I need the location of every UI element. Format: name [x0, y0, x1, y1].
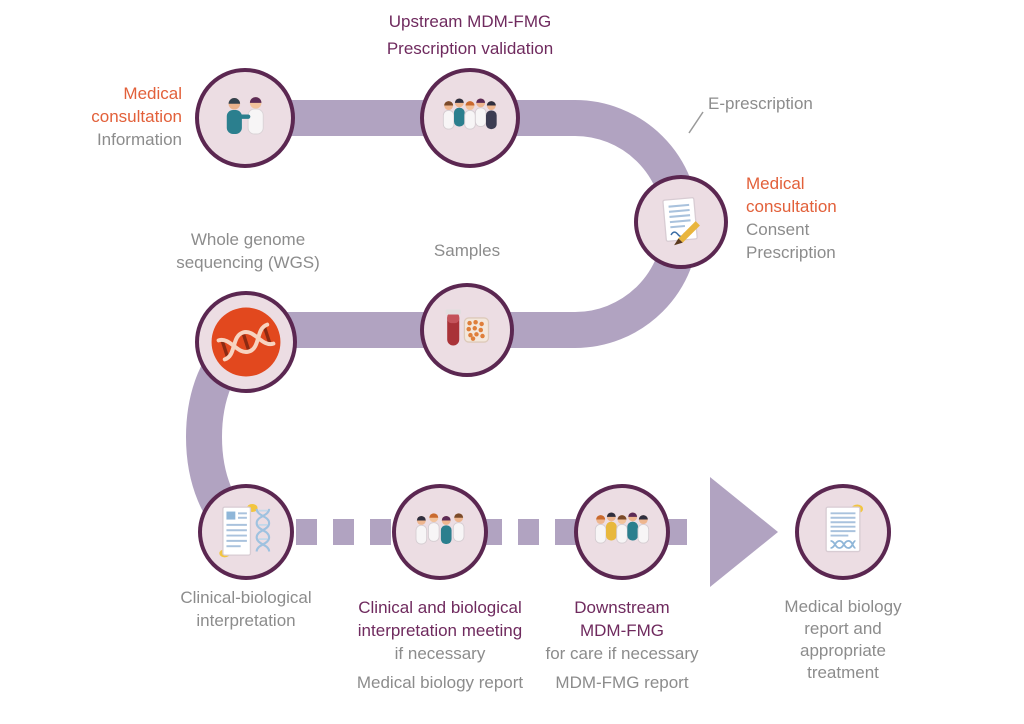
label-downstream: Downstream MDM-FMG for care if necessary…	[507, 596, 737, 694]
prescription-pen-icon	[662, 197, 700, 246]
node-final-report	[795, 484, 891, 580]
consultation-consent-title: Medical consultation	[746, 174, 837, 216]
label-interpretation: Clinical-biological interpretation	[180, 588, 312, 630]
flow-arrow	[710, 477, 778, 587]
clinical-report-dna-icon	[219, 504, 271, 558]
downstream-note: for care if necessary	[545, 644, 699, 663]
node-medical-consultation-info	[195, 68, 295, 168]
label-final-report: Medical biology report and appropriate t…	[784, 597, 902, 682]
node-interpretation-meeting	[392, 484, 488, 580]
label-consultation-consent: Medical consultation Consent Prescriptio…	[746, 172, 926, 264]
node-samples	[420, 283, 514, 377]
node-medical-consultation-consent	[634, 175, 728, 269]
node-downstream-mdm-fmg	[574, 484, 670, 580]
node-upstream-mdm-fmg	[420, 68, 520, 168]
medical-report-icon	[825, 504, 863, 553]
consultation-info-title: Medical consultation	[91, 84, 182, 126]
eprescription-pointer-line	[688, 111, 704, 134]
consultation-info-subtitle: Information	[96, 130, 182, 149]
label-wgs: Whole genome sequencing (WGS)	[176, 230, 320, 272]
meeting-team-icon	[415, 513, 465, 545]
label-upstream-mdm-fmg: Upstream MDM-FMG Prescription validation	[386, 12, 554, 58]
meeting-note: if necessary	[394, 644, 486, 663]
doctor-patient-icon	[226, 97, 264, 135]
upstream-team-icon	[442, 98, 497, 130]
downstream-title: Downstream MDM-FMG	[574, 598, 670, 640]
node-clinical-biological-interpretation	[198, 484, 294, 580]
samples-icon	[445, 309, 490, 346]
label-meeting: Clinical and biological interpretation m…	[315, 596, 565, 694]
consultation-consent-subtitle: Consent Prescription	[746, 220, 836, 262]
dna-sequencing-icon	[211, 307, 281, 377]
meeting-title: Clinical and biological interpretation m…	[357, 598, 523, 640]
label-samples: Samples	[433, 241, 501, 260]
care-team-icon	[594, 512, 650, 544]
label-consultation-info: Medical consultation Information	[30, 82, 182, 151]
label-eprescription: E-prescription	[708, 94, 813, 113]
downstream-subtitle: MDM-FMG report	[555, 673, 689, 692]
meeting-subtitle: Medical biology report	[356, 673, 524, 692]
node-wgs	[195, 291, 297, 393]
